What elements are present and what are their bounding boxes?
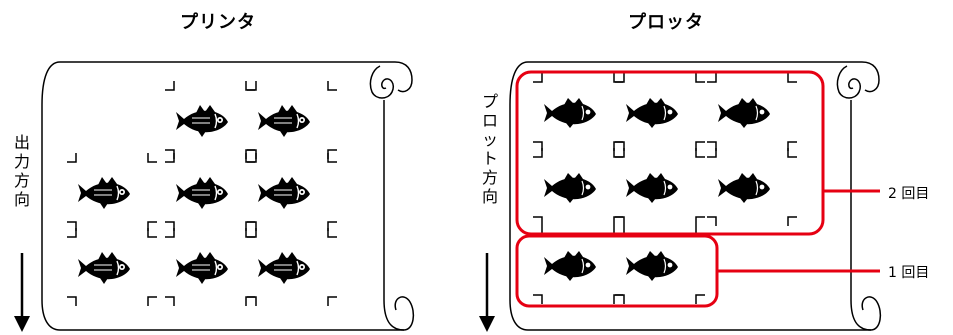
pass-1-label: 1 回目	[888, 265, 930, 281]
plotter-direction-char: ト	[481, 149, 498, 168]
printer-graphic-row-1	[164, 80, 338, 160]
printer-direction-arrow	[14, 253, 30, 332]
plotter-paper	[509, 61, 882, 331]
printer-graphic-row-3	[66, 227, 338, 307]
plotter-graphic-row-2	[532, 147, 798, 227]
plotter-direction-char: ロ	[481, 111, 498, 130]
plotter-graphic-row-3	[532, 225, 706, 305]
printer-title: プリンタ	[180, 12, 256, 33]
plotter-direction-arrow	[479, 253, 495, 332]
plotter-direction-char: 向	[481, 187, 498, 206]
printer-direction-label: 出 力 方 向	[12, 133, 32, 209]
printer-paper	[41, 61, 415, 331]
pass-2-label: 2 回目	[888, 186, 930, 202]
plotter-direction-char: プ	[481, 92, 498, 111]
printer-graphic-row-2	[66, 152, 338, 232]
printer-direction-char: 向	[13, 190, 30, 209]
plotter-graphic-row-1	[532, 72, 798, 152]
printer-direction-char: 力	[13, 152, 30, 171]
plotter-direction-label: プ ロ ッ ト 方 向	[480, 92, 500, 206]
plotter-direction-char: ッ	[481, 130, 498, 149]
plotter-title: プロッタ	[628, 12, 704, 33]
plotter-direction-char: 方	[481, 168, 498, 187]
printer-direction-char: 出	[13, 133, 30, 152]
pass-2-highlight-box	[515, 70, 825, 236]
printer-direction-char: 方	[13, 171, 30, 190]
